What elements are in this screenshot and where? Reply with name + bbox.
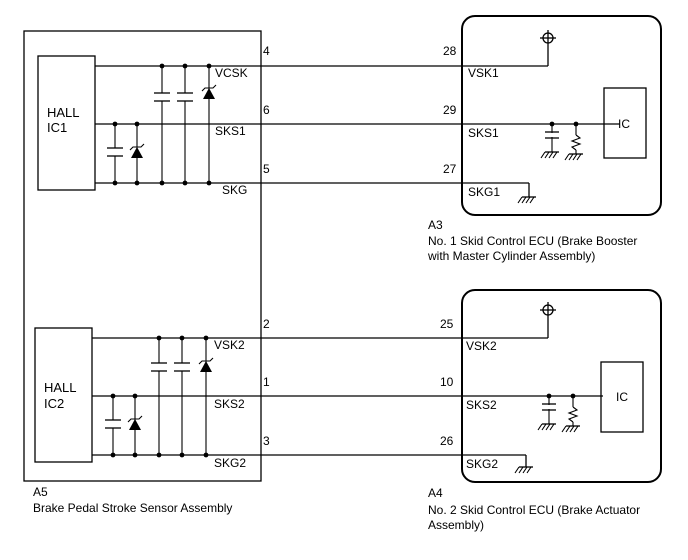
zener-diode-2 [129, 143, 145, 158]
ecu2-pin-name-skg2: SKG2 [466, 457, 498, 471]
pin-num-sks1: 6 [263, 103, 270, 117]
capacitor-c3 [107, 147, 123, 157]
pin-name-vcsk: VCSK [215, 66, 248, 80]
ecu2-pin-name-sks2: SKS2 [466, 398, 497, 412]
ecu1-pin-name-vsk1: VSK1 [468, 66, 499, 80]
hall-ic1-label-1: HALL [47, 105, 80, 120]
resistor-icon [570, 134, 582, 151]
ecu1-box [461, 15, 662, 216]
capacitor-c6 [105, 419, 121, 429]
ecu2-pin-num-sks2: 10 [440, 375, 454, 389]
ecu2-box [461, 289, 662, 483]
ecu1-ic-box [603, 87, 647, 159]
pin-name-skg: SKG [222, 183, 247, 197]
ecu1-pin-num-skg1: 27 [443, 162, 457, 176]
capacitor-c1 [154, 92, 170, 102]
ecu2-ic-box [600, 361, 644, 433]
pin-num-skg2: 3 [263, 434, 270, 448]
pin-num-vsk2: 2 [263, 317, 270, 331]
ecu1-pin-num-sks1: 29 [443, 103, 457, 117]
zener-diode-1 [201, 84, 217, 99]
hall-ic2-label-2: IC2 [44, 396, 64, 411]
capacitor-c2 [177, 92, 193, 102]
ecu1-pin-num-vsk1: 28 [443, 44, 457, 58]
sensor-name: Brake Pedal Stroke Sensor Assembly [33, 501, 232, 515]
pin-name-sks1: SKS1 [215, 124, 246, 138]
sensor-code: A5 [33, 485, 48, 499]
ecu2-pin-num-vsk2: 25 [440, 317, 454, 331]
ecu1-name-line1: No. 1 Skid Control ECU (Brake Booster [428, 234, 637, 248]
hall-ic1-box [37, 55, 96, 191]
ic1-circuit [95, 63, 620, 186]
resistor-icon [567, 406, 579, 423]
ecu1-ic-label: IC [618, 117, 630, 131]
zener-diode-3 [198, 357, 214, 372]
pin-num-sks2: 1 [263, 375, 270, 389]
hall-ic2-box [34, 327, 93, 463]
ecu2-pin-num-skg2: 26 [440, 434, 454, 448]
pin-name-sks2: SKS2 [214, 397, 245, 411]
hall-ic1-label-2: IC1 [47, 120, 67, 135]
capacitor-c5 [174, 362, 190, 372]
ic2-circuit [92, 335, 603, 458]
hall-ic2-label-1: HALL [44, 380, 77, 395]
ecu1-pin-name-sks1: SKS1 [468, 126, 499, 140]
ecu2-name-line2: Assembly) [428, 518, 484, 532]
pin-name-vsk2: VSK2 [214, 338, 245, 352]
ecu1-code: A3 [428, 218, 443, 232]
pin-num-skg: 5 [263, 162, 270, 176]
ecu1-pin-name-skg1: SKG1 [468, 185, 500, 199]
pin-num-vcsk: 4 [263, 44, 270, 58]
zener-diode-4 [127, 415, 143, 430]
pin-name-skg2: SKG2 [214, 456, 246, 470]
ecu1-name-line2: with Master Cylinder Assembly) [427, 249, 595, 263]
ecu2-pin-name-vsk2: VSK2 [466, 339, 497, 353]
ecu2-ic-label: IC [616, 390, 628, 404]
sensor-assembly-box [23, 30, 262, 482]
ecu2-name-line1: No. 2 Skid Control ECU (Brake Actuator [428, 503, 640, 517]
ecu2-code: A4 [428, 486, 443, 500]
capacitor-c4 [151, 362, 167, 372]
